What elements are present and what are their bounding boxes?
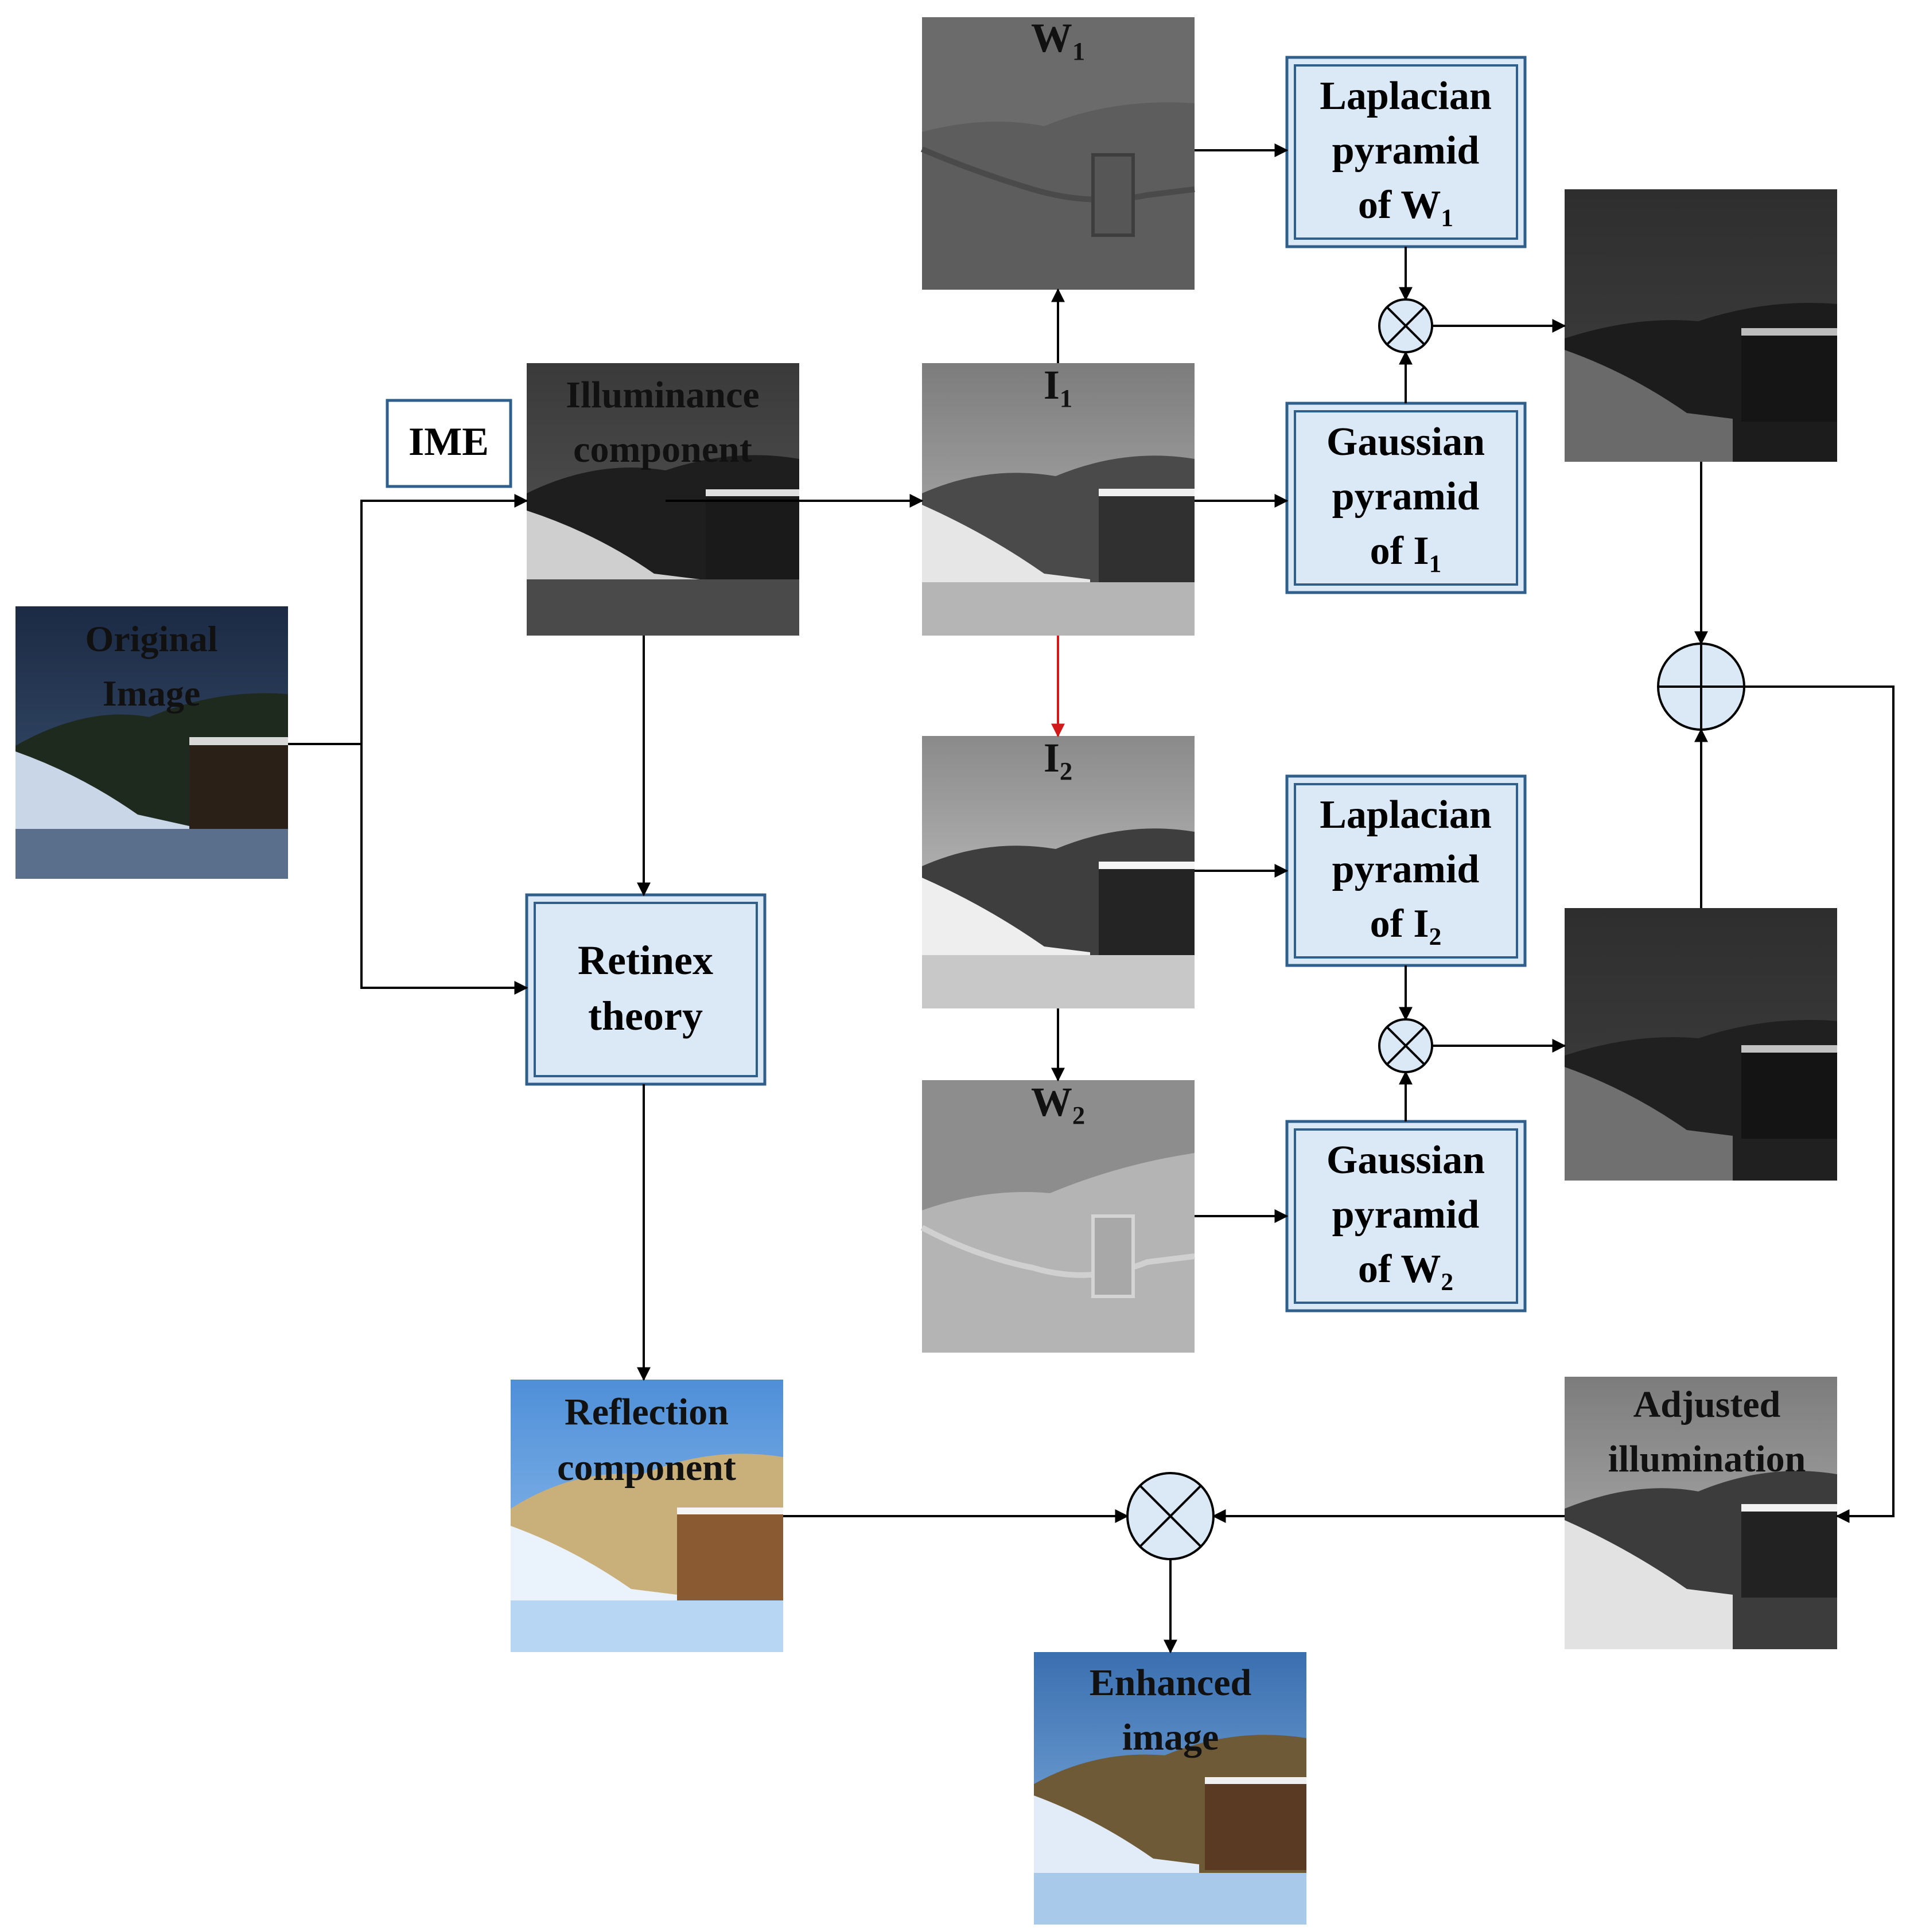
adjusted-label-line1: Adjusted <box>1633 1384 1781 1425</box>
retinex-label-line2: theory <box>588 993 703 1039</box>
arrow-add-to-adjusted <box>1744 685 1895 1523</box>
gaussian-pyramid-i1-box: Gaussian pyramid of I1 <box>1285 402 1527 594</box>
gauss-w2-line1: Gaussian <box>1327 1138 1485 1182</box>
ime-box: IME <box>386 399 512 488</box>
lap-w1-line3: of W1 <box>1358 183 1453 232</box>
lap-w1-line2: pyramid <box>1332 128 1480 173</box>
multiply-op-final <box>1126 1472 1215 1560</box>
multiply-op-lower <box>1378 1018 1433 1073</box>
reflection-image: Reflection component <box>511 1380 783 1652</box>
enhanced-label-line1: Enhanced <box>1090 1662 1251 1704</box>
arrow-original-to-illuminance <box>288 494 528 745</box>
add-op <box>1657 642 1745 731</box>
gauss-w2-line2: pyramid <box>1332 1193 1480 1237</box>
i1-label: I1 <box>1044 362 1072 412</box>
laplacian-pyramid-w1-box: Laplacian pyramid of W1 <box>1285 56 1527 248</box>
enhanced-label-line2: image <box>1122 1716 1219 1758</box>
lap-i2-line3: of I2 <box>1370 902 1442 951</box>
original-image: Original Image <box>15 606 288 879</box>
arrow-original-to-retinex <box>360 744 528 995</box>
retinex-label-line1: Retinex <box>578 937 713 983</box>
retinex-theory-box: Retinex theory <box>525 893 767 1086</box>
adjusted-label-line2: illumination <box>1608 1438 1806 1480</box>
lap-i2-line2: pyramid <box>1332 847 1480 891</box>
gauss-i1-line3: of I1 <box>1370 529 1442 578</box>
multiply-op-upper <box>1378 298 1433 353</box>
original-label-line1: Original <box>85 618 217 659</box>
gauss-i1-line2: pyramid <box>1332 474 1480 519</box>
reflection-label-line2: component <box>557 1447 736 1489</box>
w2-label: W2 <box>1031 1079 1085 1129</box>
lap-w1-line1: Laplacian <box>1320 74 1492 118</box>
illuminance-label-line1: Illuminance <box>566 374 759 416</box>
enhanced-image: Enhanced image <box>1034 1652 1306 1925</box>
illuminance-image: Illuminance component <box>527 363 799 636</box>
gauss-w2-line3: of W2 <box>1358 1247 1453 1296</box>
w1-label: W1 <box>1031 15 1085 65</box>
lap-i2-line1: Laplacian <box>1320 793 1492 837</box>
original-label-line2: Image <box>103 673 201 714</box>
i2-label: I2 <box>1044 735 1072 785</box>
ime-label: IME <box>409 420 489 464</box>
adjusted-illumination-image: Adjusted illumination <box>1565 1377 1837 1649</box>
gaussian-pyramid-w2-box: Gaussian pyramid of W2 <box>1285 1120 1527 1312</box>
reflection-label-line1: Reflection <box>565 1391 729 1433</box>
w1-image: W1 <box>921 15 1195 290</box>
fused-upper-image <box>1565 189 1837 462</box>
i1-image: I1 <box>922 362 1195 636</box>
i2-image: I2 <box>922 735 1195 1008</box>
gauss-i1-line1: Gaussian <box>1327 420 1485 464</box>
illuminance-label-line2: component <box>573 429 752 470</box>
w2-image: W2 <box>920 1079 1195 1353</box>
connectors <box>288 143 1895 1654</box>
laplacian-pyramid-i2-box: Laplacian pyramid of I2 <box>1285 774 1527 967</box>
fused-lower-image <box>1565 908 1837 1181</box>
